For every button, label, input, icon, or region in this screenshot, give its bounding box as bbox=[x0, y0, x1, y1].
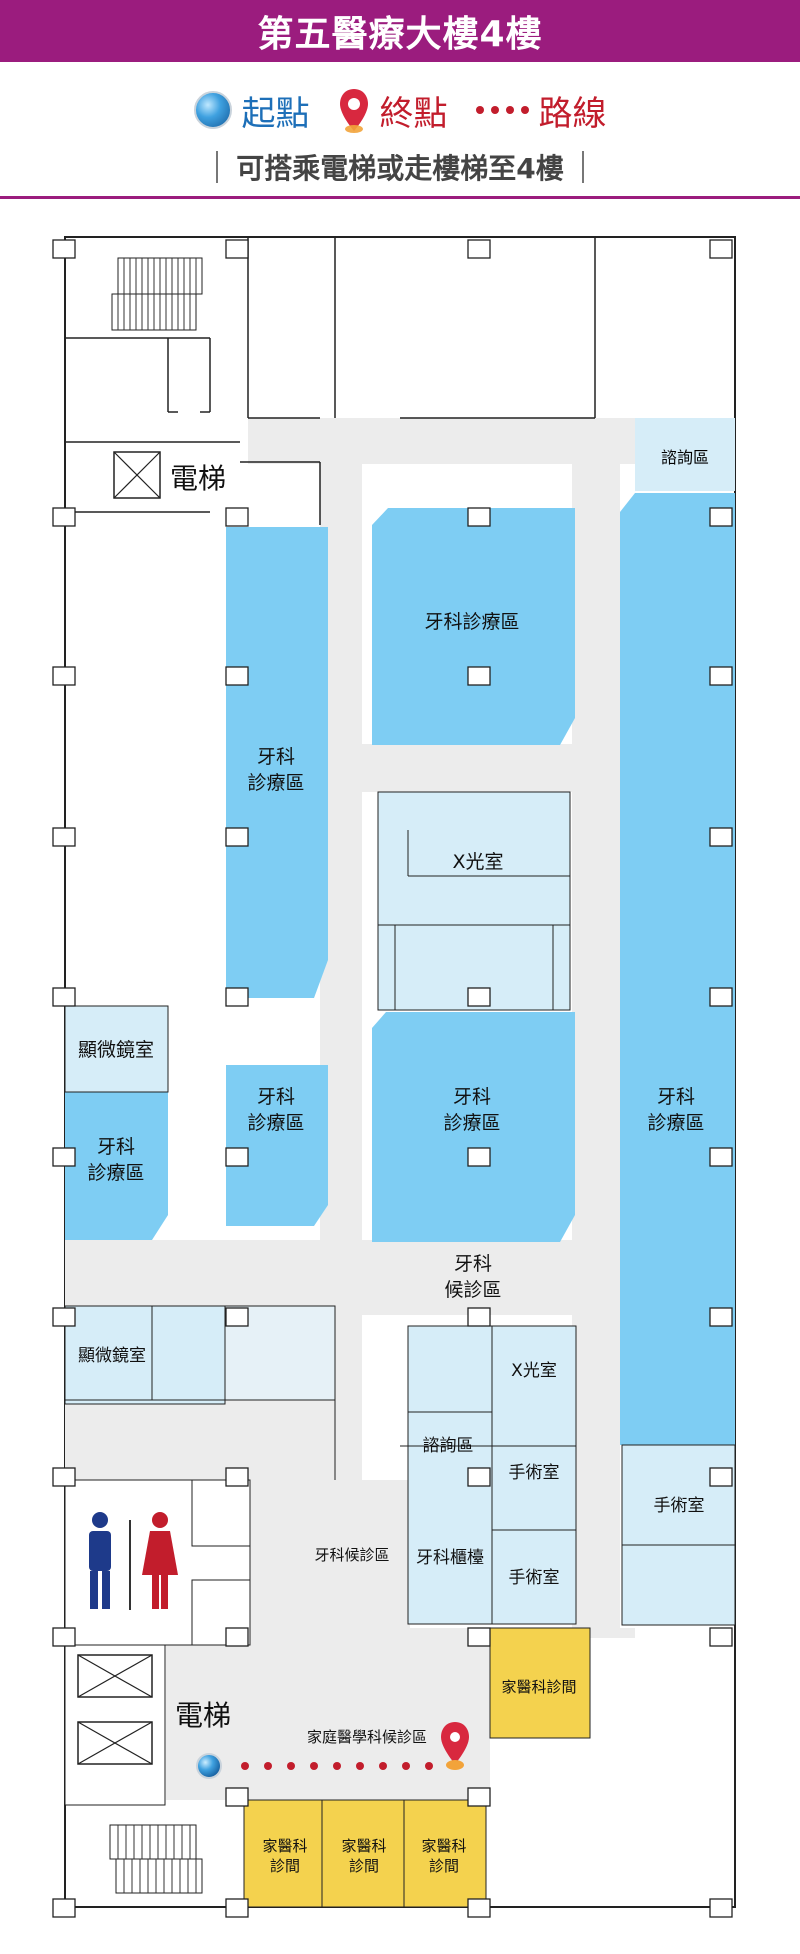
light-rooms bbox=[64, 791, 736, 1626]
consult-area-top bbox=[635, 418, 735, 491]
start-point-icon bbox=[193, 91, 232, 129]
dental-counter-label: 牙科櫃檯 bbox=[416, 1548, 484, 1568]
route-path bbox=[241, 1762, 433, 1770]
dental-zones bbox=[65, 493, 735, 1445]
female-icon bbox=[142, 1512, 178, 1609]
xray-top-label: X光室 bbox=[452, 851, 503, 873]
legend: 起點 終點 路線 bbox=[0, 80, 800, 140]
elevator-bottom-label: 電梯 bbox=[175, 1699, 231, 1732]
dental-left-col-label-1: 牙科 bbox=[257, 746, 295, 768]
consult-area-top-label: 諮詢區 bbox=[661, 448, 709, 467]
surgery-3-label: 手術室 bbox=[654, 1496, 705, 1516]
xray-inner-walls bbox=[65, 830, 735, 1624]
family-room-1-label-2: 診間 bbox=[270, 1857, 300, 1875]
dental-right-col-label-1: 牙科 bbox=[657, 1086, 695, 1108]
microscope-1-label: 顯微鏡室 bbox=[78, 1039, 154, 1061]
legend-start: 起點 bbox=[193, 86, 310, 135]
dental-wait-small-label: 牙科候診區 bbox=[314, 1546, 389, 1564]
end-pin-icon bbox=[339, 89, 368, 133]
dental-mid2-label-1: 牙科 bbox=[453, 1086, 491, 1108]
dental-mid2-label-2: 診療區 bbox=[443, 1112, 500, 1134]
consult-2-label: 諮詢區 bbox=[423, 1436, 474, 1456]
dental-small-left-label-2: 診療區 bbox=[87, 1162, 144, 1184]
subtitle: 可搭乘電梯或走樓梯至4樓 bbox=[0, 145, 800, 189]
room-labels: 牙科診療區 牙科 診療區 X光室 顯微鏡室 牙科 診療區 牙科 診療區 牙科 診… bbox=[78, 611, 705, 1301]
route-dots-icon bbox=[475, 106, 529, 114]
male-icon bbox=[89, 1512, 111, 1609]
surgery-1-label: 手術室 bbox=[509, 1463, 560, 1483]
dental-wait-label-2: 候診區 bbox=[444, 1279, 501, 1301]
legend-start-label: 起點 bbox=[241, 93, 310, 134]
end-pin-marker bbox=[441, 1722, 469, 1770]
restroom bbox=[64, 1479, 251, 1646]
dental-left-col-label-2: 診療區 bbox=[247, 772, 304, 794]
elevator-bottom: 電梯 bbox=[64, 1644, 231, 1806]
dental-small-left-label-1: 牙科 bbox=[97, 1136, 135, 1158]
dental-right-col-label-2: 診療區 bbox=[647, 1112, 704, 1134]
subtitle-text: 可搭乘電梯或走樓梯至4樓 bbox=[236, 152, 564, 185]
family-room-3-label-2: 診間 bbox=[429, 1857, 459, 1875]
dental-main-label: 牙科診療區 bbox=[424, 611, 519, 633]
legend-route: 路線 bbox=[475, 86, 607, 135]
xray-2-label: X光室 bbox=[511, 1361, 557, 1381]
dental-small-mid-label-2: 診療區 bbox=[247, 1112, 304, 1134]
surgery-2-label: 手術室 bbox=[509, 1568, 560, 1588]
family-wait-label: 家庭醫學科候診區 bbox=[307, 1728, 427, 1746]
divider-right bbox=[581, 151, 584, 183]
room-labels-small: 顯微鏡室 X光室 諮詢區 手術室 手術室 牙科櫃檯 手術室 牙科候診區 家醫科診… bbox=[78, 1346, 705, 1875]
start-point-marker bbox=[196, 1753, 222, 1779]
legend-end: 終點 bbox=[338, 86, 448, 135]
stairs-top bbox=[111, 257, 203, 331]
page-title: 第五醫療大樓4樓 bbox=[0, 0, 800, 62]
elevator-top: 電梯 bbox=[113, 451, 226, 499]
family-room-3-label-1: 家醫科 bbox=[421, 1837, 466, 1855]
family-rooms bbox=[243, 1627, 591, 1908]
family-room-1-label-1: 家醫科 bbox=[262, 1837, 307, 1855]
stairs-bottom bbox=[109, 1824, 203, 1894]
family-room-right-label: 家醫科診間 bbox=[501, 1678, 576, 1696]
dental-small-mid-label-1: 牙科 bbox=[257, 1086, 295, 1108]
divider-left bbox=[216, 151, 219, 183]
family-room-2-label-2: 診間 bbox=[349, 1857, 379, 1875]
family-room-2-label-1: 家醫科 bbox=[341, 1837, 386, 1855]
dental-wait-label-1: 牙科 bbox=[454, 1253, 492, 1275]
legend-route-label: 路線 bbox=[538, 93, 607, 134]
header-rule bbox=[0, 196, 800, 199]
top-area-walls bbox=[65, 237, 596, 525]
microscope-2-label: 顯微鏡室 bbox=[78, 1346, 146, 1366]
elevator-top-label: 電梯 bbox=[170, 462, 226, 495]
legend-end-label: 終點 bbox=[379, 93, 448, 134]
corridors bbox=[65, 418, 635, 1800]
structural-columns bbox=[52, 239, 733, 1918]
